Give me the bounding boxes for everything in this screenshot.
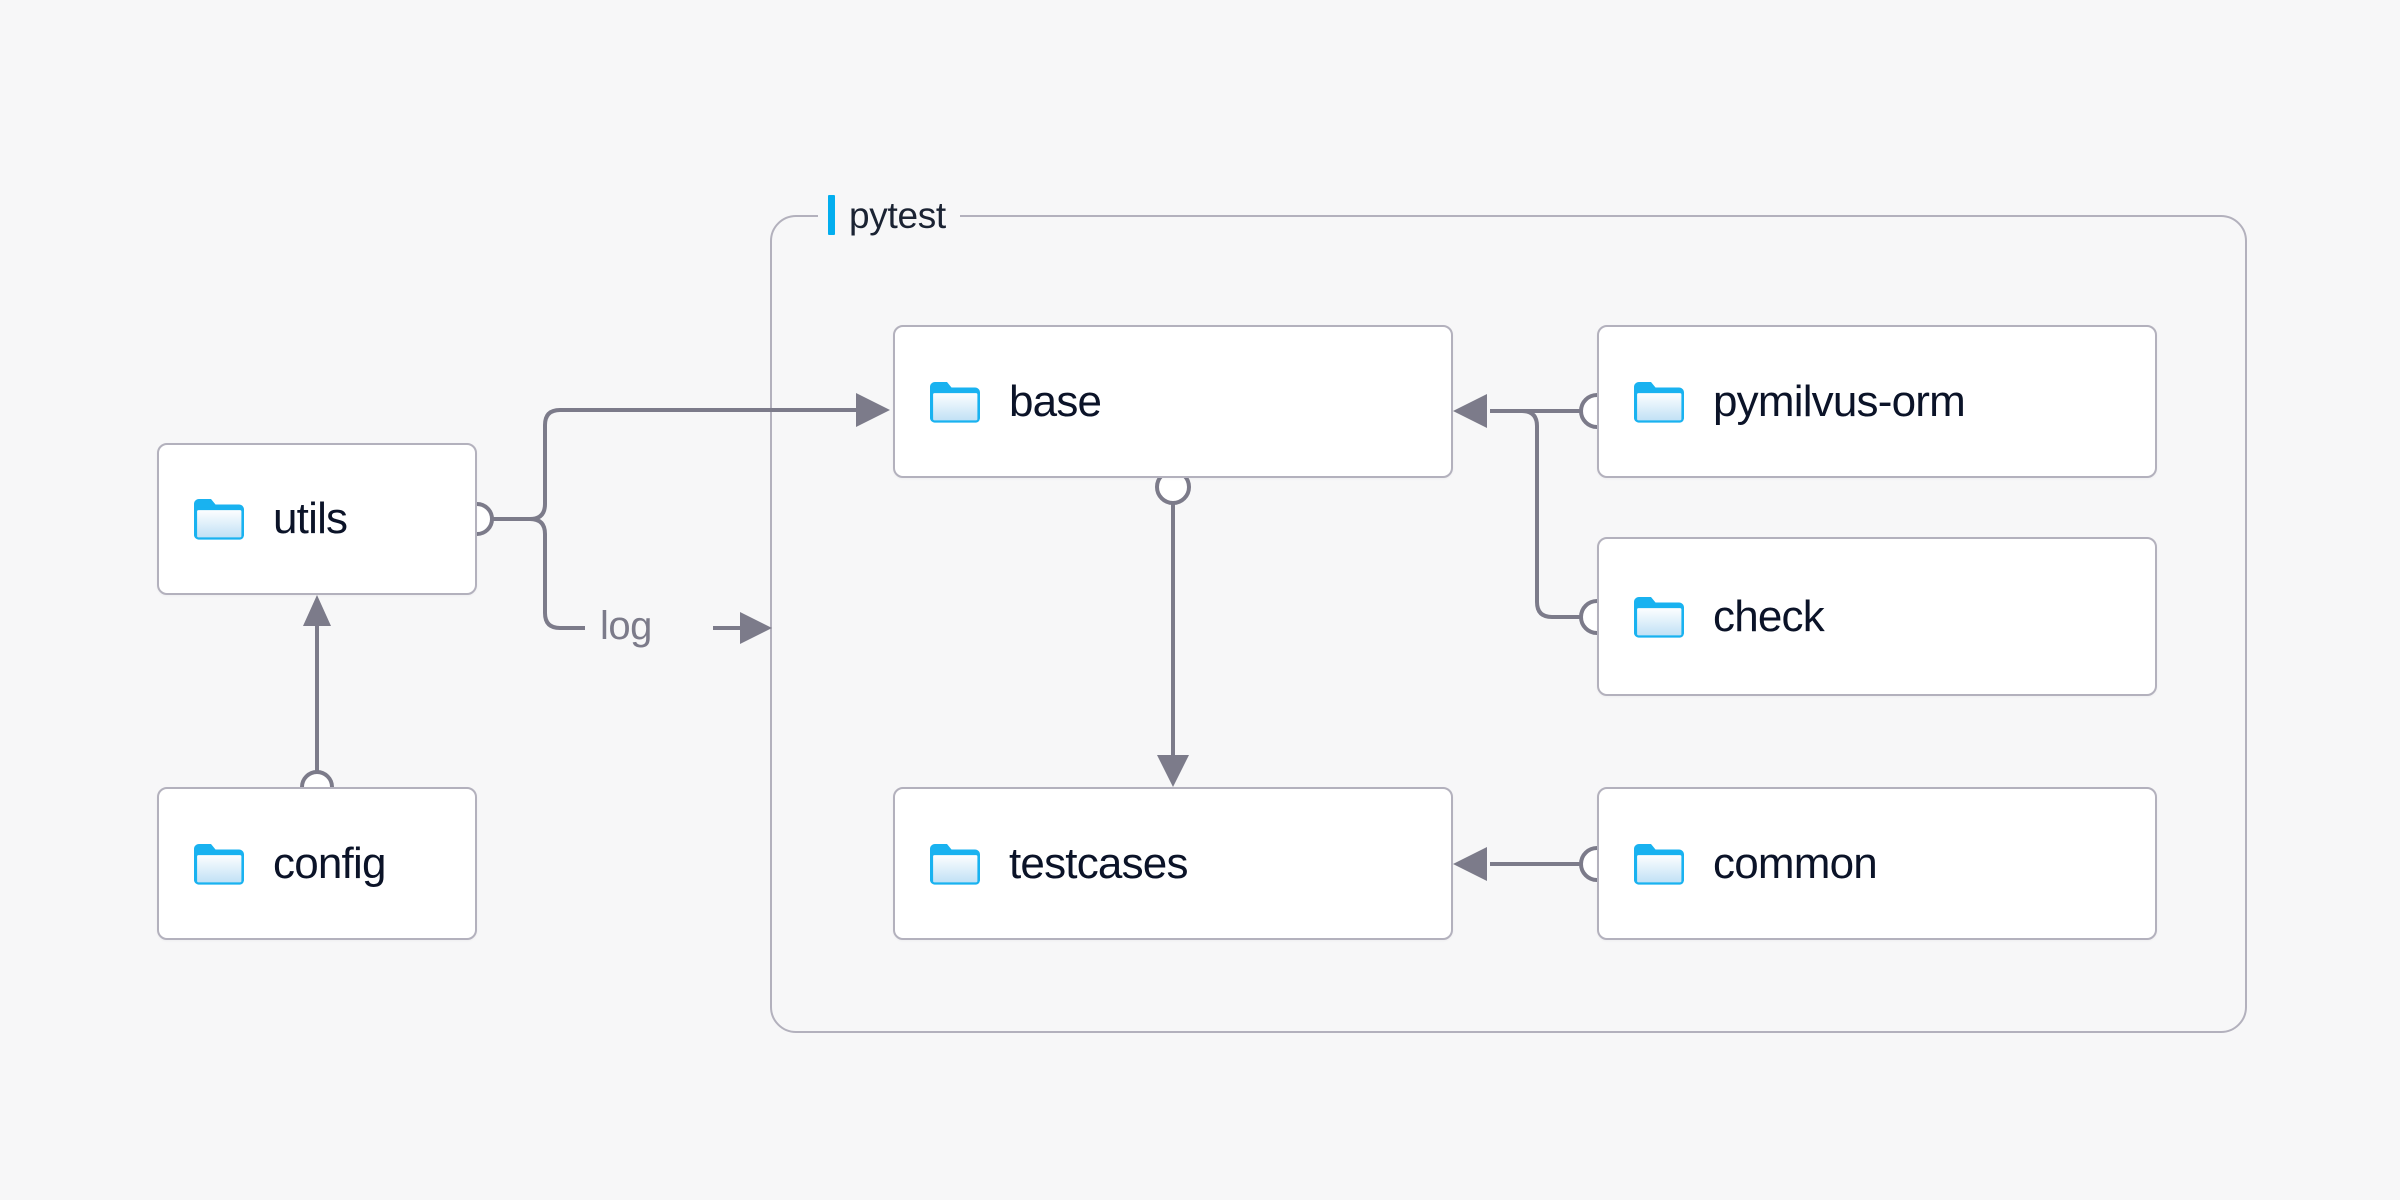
node-pymilvus-orm-label: pymilvus-orm [1713,376,1966,426]
edge-config-to-utils [300,595,334,804]
folder-icon [930,843,980,885]
node-utils-label: utils [273,494,348,543]
group-accent-bar [828,195,835,235]
node-common-label: common [1713,838,1878,888]
folder-icon [1634,381,1684,423]
folder-icon [1634,596,1684,638]
node-base[interactable]: base [893,325,1453,478]
edge-label-log: log [600,604,652,648]
node-common[interactable]: common [1597,787,2157,940]
node-check-label: check [1713,591,1825,641]
folder-icon [1634,843,1684,885]
group-pytest-label: pytest [818,192,960,238]
node-config-label: config [273,838,386,888]
node-utils[interactable]: utils [157,443,477,595]
group-pytest-label-text: pytest [849,194,946,236]
node-check[interactable]: check [1597,537,2157,696]
edge-log-arrow [713,612,772,644]
node-pymilvus-orm[interactable]: pymilvus-orm [1597,325,2157,478]
node-testcases[interactable]: testcases [893,787,1453,940]
folder-icon [194,499,244,540]
node-base-label: base [1009,376,1102,426]
node-config[interactable]: config [157,787,477,940]
folder-icon [194,843,244,885]
folder-icon [930,381,980,423]
node-testcases-label: testcases [1009,838,1188,888]
